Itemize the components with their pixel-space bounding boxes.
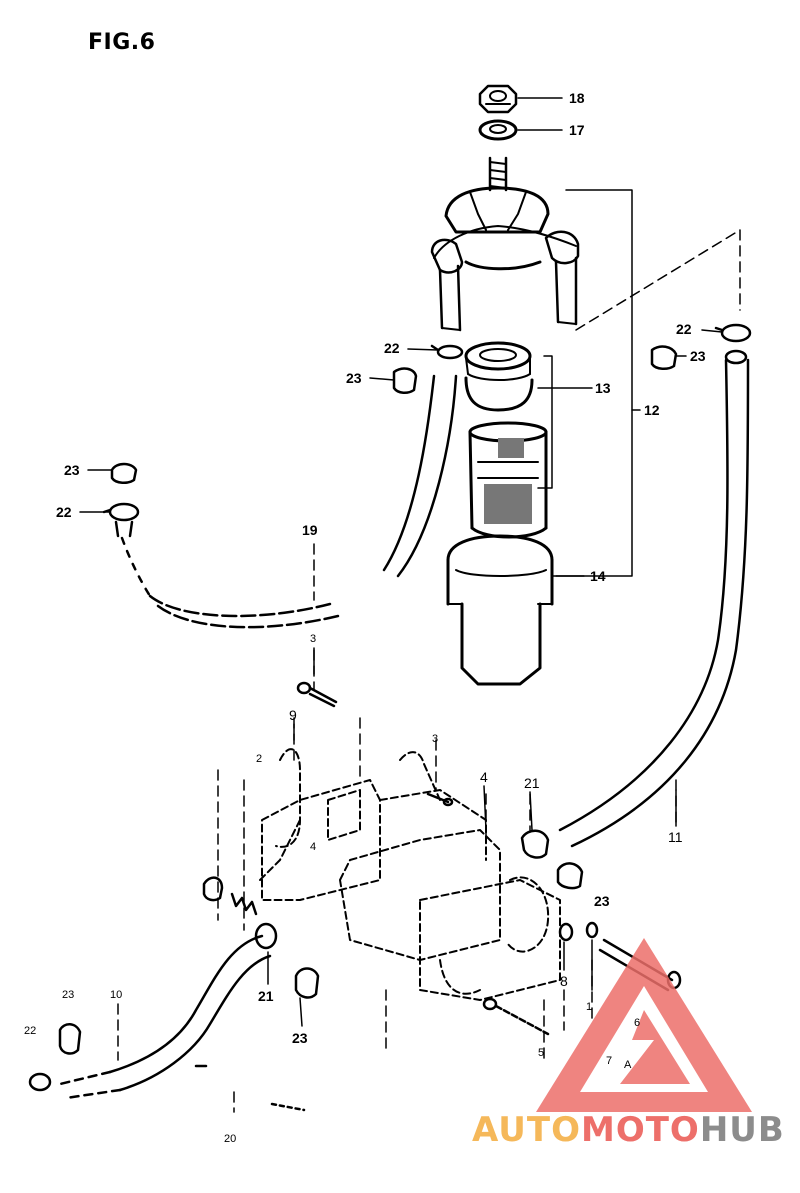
bolt-part-5	[494, 1004, 550, 1036]
label-22-left: 22	[56, 504, 72, 520]
label-20: 20	[224, 1133, 236, 1145]
screw-part-3	[296, 681, 338, 708]
label-21-lower: 21	[258, 988, 274, 1004]
label-5: 5	[538, 1047, 544, 1059]
label-2: 2	[256, 753, 262, 765]
fuel-pump-assembly	[259, 748, 561, 1001]
label-21-upper: 21	[524, 775, 540, 791]
label-3-upper: 3	[310, 633, 316, 645]
label-3-lower: 3	[432, 733, 438, 745]
label-8: 8	[560, 973, 568, 989]
bolt-head-5	[482, 997, 498, 1011]
watermark-part-hub: HUB	[699, 1110, 785, 1150]
label-23-bottom-left: 23	[62, 989, 74, 1001]
label-23-top-left: 23	[346, 370, 362, 386]
clamp-21-lower	[254, 922, 278, 950]
filter-bowl-part-14	[446, 534, 554, 686]
hose-part-10	[58, 934, 272, 1100]
clip-23-left	[110, 462, 138, 484]
clip-23-pump-left	[202, 876, 224, 902]
clamp-22-bottom-left	[28, 1072, 52, 1092]
screw-head-3b	[442, 797, 454, 807]
clamp-22-left	[102, 502, 140, 538]
label-23-left: 23	[64, 462, 80, 478]
watermark-part-auto: AUTO	[472, 1110, 581, 1150]
label-12: 12	[644, 402, 660, 418]
label-9: 9	[289, 707, 297, 723]
filter-element-part-13	[468, 421, 548, 539]
label-10: 10	[110, 989, 122, 1001]
washer-part-17	[478, 119, 518, 141]
label-4-lower: 4	[310, 841, 316, 853]
nut-part-18	[478, 84, 518, 114]
label-14: 14	[590, 568, 606, 584]
washer-part-7	[585, 921, 599, 939]
clip-21-upper	[520, 829, 550, 859]
clamp-22-top-left	[430, 344, 464, 360]
clip-23-right	[556, 862, 584, 890]
clip-23-lower	[294, 967, 320, 999]
label-22-top-left: 22	[384, 340, 400, 356]
label-1: 1	[586, 1001, 592, 1013]
label-11: 11	[668, 829, 683, 845]
label-23-right: 23	[594, 893, 610, 909]
label-19: 19	[302, 522, 318, 538]
fitting-part-20	[270, 1102, 306, 1112]
label-6: 6	[634, 1017, 640, 1029]
label-4-upper: 4	[480, 769, 488, 785]
label-22-top-right: 22	[676, 321, 692, 337]
label-18: 18	[569, 90, 585, 106]
clip-23-bottom-left	[58, 1023, 82, 1055]
washer-part-8	[558, 922, 574, 942]
clip-23-top-right	[650, 345, 678, 370]
clamp-22-top-right	[714, 323, 752, 343]
filter-head-bracket	[430, 156, 580, 332]
label-23-lower: 23	[292, 1030, 308, 1046]
label-A: A	[624, 1059, 632, 1071]
label-13: 13	[595, 380, 611, 396]
label-17: 17	[569, 122, 585, 138]
label-7: 7	[606, 1055, 612, 1067]
label-22-bottom-left: 22	[24, 1025, 36, 1037]
hose-part-19	[120, 374, 458, 629]
watermark-triangle	[536, 938, 752, 1112]
watermark-part-moto: MOTO	[580, 1110, 700, 1150]
watermark-text: AUTOMOTOHUB	[472, 1110, 785, 1150]
group-bracket-12	[537, 189, 641, 577]
spring-part	[230, 892, 258, 916]
label-23-top-right: 23	[690, 348, 706, 364]
filter-gasket	[464, 341, 534, 412]
clip-23-top-left	[392, 367, 418, 394]
figure-title: FIG.6	[88, 30, 156, 55]
hose-part-11	[558, 349, 750, 848]
